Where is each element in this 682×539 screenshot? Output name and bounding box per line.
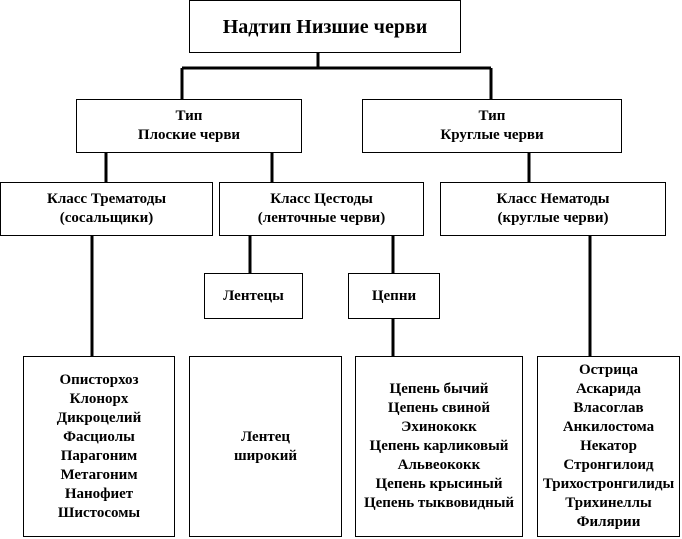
phylum-roundworms-name: Круглые черви [440, 127, 544, 143]
list-item: Филярии [576, 514, 641, 530]
list-item: Парагоним [60, 447, 138, 464]
phylum-flatworms-type: Тип [175, 108, 203, 124]
list-item: Шистосомы [57, 504, 141, 521]
nematodes-list-box: Острица Аскарида Власоглав Анкилостома Н… [537, 356, 680, 537]
list-item: Некатор [580, 438, 637, 454]
list-item: Цепень карликовый [369, 438, 509, 454]
superphylum-title: Надтип Низшие черви [222, 15, 428, 38]
tsepni-list-box: Цепень бычий Цепень свиной Эхинококк Цеп… [355, 356, 523, 537]
list-item: Альвеококк [397, 457, 481, 473]
subgroup-lentetsy-box: Лентецы [204, 273, 303, 319]
class-trematodes-name: Класс Трематоды [46, 191, 167, 207]
list-item: Аскарида [575, 381, 642, 397]
class-nematodes-box: Класс Нематоды (круглые черви) [440, 182, 666, 236]
class-trematodes-common: (сосальщики) [59, 210, 154, 226]
list-item: Трихостронгилиды [542, 476, 675, 492]
class-cestodes-common: (ленточные черви) [257, 210, 386, 226]
list-item: Цепень крысиный [375, 476, 503, 492]
phylum-roundworms-box: Тип Круглые черви [362, 99, 622, 153]
lentets-list-box: Лентец широкий [189, 356, 342, 537]
class-trematodes-box: Класс Трематоды (сосальщики) [0, 182, 213, 236]
subgroup-tsepni-label: Цепни [371, 287, 417, 304]
phylum-flatworms-name: Плоские черви [137, 127, 241, 143]
list-item: Цепень тыквовидный [363, 495, 515, 511]
list-item: Нанофиет [64, 485, 134, 502]
list-item: Дикроцелий [56, 409, 142, 426]
list-item: Анкилостома [562, 419, 655, 435]
class-cestodes-name: Класс Цестоды [270, 191, 373, 207]
superphylum-box: Надтип Низшие черви [189, 0, 461, 53]
class-nematodes-name: Класс Нематоды [496, 191, 610, 207]
trematodes-list-box: Описторхоз Клонорх Дикроцелий Фасциолы П… [23, 356, 175, 537]
list-item: Трихинеллы [565, 495, 652, 511]
class-cestodes-box: Класс Цестоды (ленточные черви) [219, 182, 424, 236]
list-item: Цепень бычий [389, 381, 489, 397]
subgroup-tsepni-box: Цепни [348, 273, 440, 319]
list-item: Метагоним [60, 466, 138, 483]
list-item: Описторхоз [59, 371, 139, 388]
subgroup-lentetsy-label: Лентецы [223, 287, 284, 304]
list-item: Цепень свиной [387, 400, 491, 416]
list-item: Фасциолы [63, 428, 135, 445]
list-item: Лентец [240, 428, 291, 445]
list-item: Острица [578, 362, 638, 378]
phylum-flatworms-box: Тип Плоские черви [76, 99, 302, 153]
phylum-roundworms-type: Тип [478, 108, 506, 124]
list-item: Власоглав [573, 400, 644, 416]
list-item: Клонорх [69, 390, 129, 407]
list-item: широкий [233, 447, 298, 464]
class-nematodes-common: (круглые черви) [497, 210, 609, 226]
list-item: Стронгилоид [563, 457, 654, 473]
list-item: Эхинококк [401, 419, 477, 435]
